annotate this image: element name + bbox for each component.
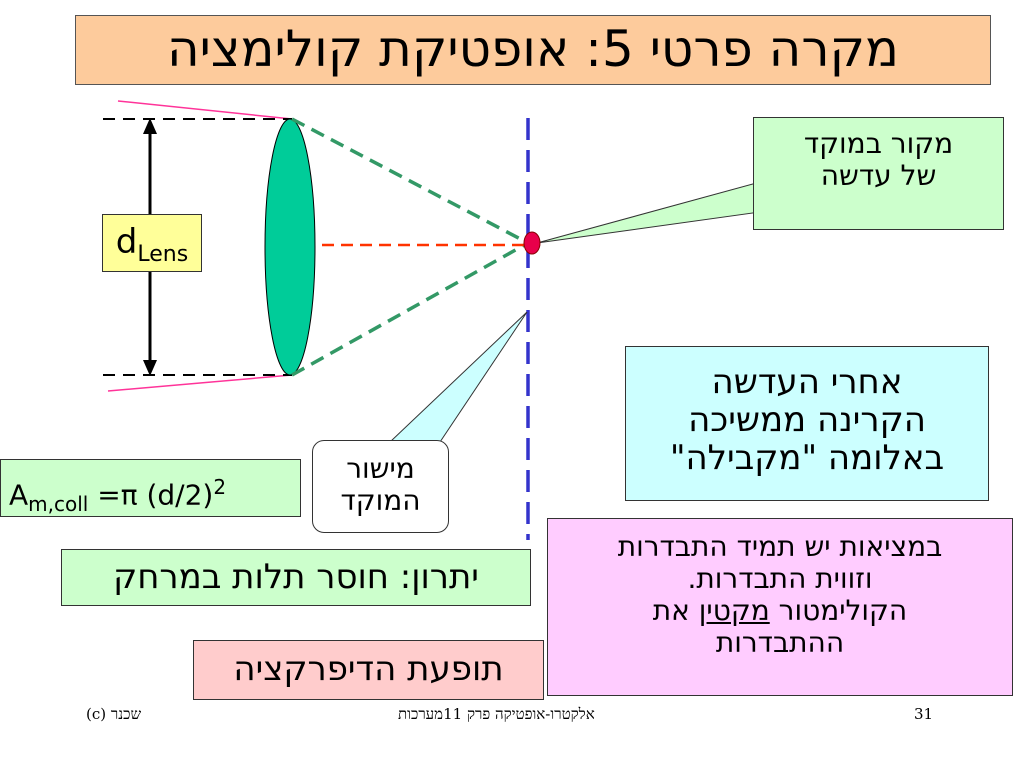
collimated-area-formula: Am,coll =π (d/2)2 xyxy=(0,459,301,517)
reality-line3-underlined: מקטין xyxy=(698,594,770,627)
arrowhead-bottom xyxy=(143,360,157,376)
parallel-line3: באלומה "מקבילה" xyxy=(669,438,945,478)
formula-sub: m,coll xyxy=(28,491,89,516)
reality-line2: וזווית התבדרות. xyxy=(687,562,873,595)
plane-callout-pointer xyxy=(388,311,528,443)
lens-diameter-label: dLens xyxy=(102,214,202,272)
focal-plane-callout: מישור המוקד xyxy=(312,440,449,533)
focal-callout-line1: מקור במוקד xyxy=(803,127,954,160)
divergence-line-bottom xyxy=(107,374,293,392)
diffraction-note: תופעת הדיפרקציה xyxy=(193,640,544,700)
parallel-line1: אחרי העדשה xyxy=(711,362,903,402)
arrowhead-top xyxy=(143,118,157,134)
reality-line1: במציאות יש תמיד התבדרות xyxy=(617,530,943,563)
parallel-line2: הקרינה ממשיכה xyxy=(688,400,926,440)
divergence-line-top xyxy=(117,100,293,120)
lens-diameter-sub: Lens xyxy=(137,241,189,267)
slide-title: מקרה פרטי 5: אופטיקת קולימציה xyxy=(75,15,991,85)
footer-course: אלקטרו-אופטיקה פרק 11מערכות xyxy=(398,705,595,723)
reality-line3: הקולימטור מקטין את xyxy=(548,595,1012,627)
focal-callout-pointer xyxy=(536,181,761,244)
formula-base: A xyxy=(9,478,29,512)
formula-rest: =π (d/2) xyxy=(88,478,214,512)
footer-slide-number: 31 xyxy=(914,705,934,723)
lens xyxy=(264,118,316,376)
reality-line3b: את xyxy=(652,594,699,627)
footer-author: שכנר (c) xyxy=(86,705,142,723)
reality-line4: ההתבדרות xyxy=(715,626,845,659)
advantage-note: יתרון: חוסר תלות במרחק xyxy=(61,549,531,606)
focal-source-callout: מקור במוקד של עדשה xyxy=(753,117,1004,230)
parallel-beam-note: אחרי העדשה הקרינה ממשיכה באלומה "מקבילה" xyxy=(625,346,989,501)
lens-diameter-base: d xyxy=(115,222,138,262)
formula-sup: 2 xyxy=(213,475,227,499)
focal-callout-line2: של עדשה xyxy=(820,159,937,192)
plane-callout-line1: מישור xyxy=(346,452,415,485)
reality-line3a: הקולימטור xyxy=(769,594,908,627)
plane-callout-line2: המוקד xyxy=(340,484,421,517)
divergence-reality-note: במציאות יש תמיד התבדרות וזווית התבדרות. … xyxy=(547,518,1013,696)
point-source xyxy=(523,231,541,255)
ray-bottom xyxy=(291,241,529,377)
ray-top xyxy=(291,117,529,245)
